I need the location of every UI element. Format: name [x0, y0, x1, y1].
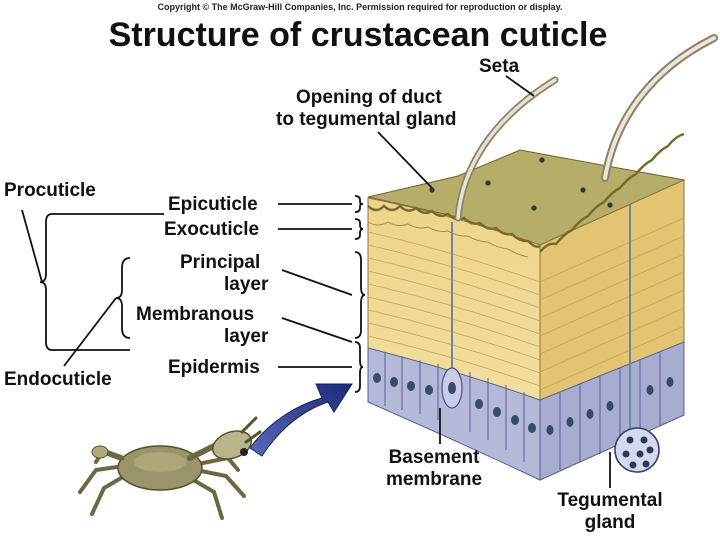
side-wave: [539, 132, 685, 253]
label-tegumental-line2: gland: [585, 512, 636, 533]
magnification-arrow: [249, 383, 353, 457]
label-duct-line2: to tegumental gland: [276, 109, 457, 130]
seta-right: [601, 34, 718, 182]
label-endocuticle: Endocuticle: [4, 369, 112, 390]
cuticle-block: [367, 34, 718, 481]
epidermis-cells: [373, 352, 674, 470]
label-membranous-line1: Membranous: [136, 304, 254, 325]
exocuticle-wave-2: [367, 221, 529, 258]
duct-openings: [429, 157, 613, 211]
label-duct-line1: Opening of duct: [296, 87, 442, 108]
label-basement-line2: membrane: [386, 469, 482, 490]
tegumental-gland: [614, 427, 660, 473]
label-principal-line2: layer: [224, 274, 269, 295]
label-principal-line1: Principal: [180, 252, 260, 273]
epidermis-side: [539, 341, 685, 481]
label-epicuticle: Epicuticle: [168, 194, 258, 215]
label-epidermis: Epidermis: [168, 357, 260, 378]
crab-claw: [211, 430, 253, 460]
labels: Seta Opening of duct to tegumental gland…: [4, 56, 663, 533]
tegumental-gland-cells: [622, 436, 654, 469]
diagram-title: Structure of crustacean cuticle: [109, 16, 608, 54]
copyright-notice: Copyright © The McGraw-Hill Companies, I…: [157, 2, 562, 12]
label-basement-line1: Basement: [389, 447, 480, 468]
leader-lines: [21, 75, 611, 488]
seta-right-highlight: [603, 36, 716, 180]
label-membranous-line2: layer: [224, 326, 269, 347]
setal-cell-nucleus: [448, 382, 456, 394]
procuticle-striations: [367, 231, 541, 387]
label-exocuticle: Exocuticle: [164, 219, 259, 240]
label-seta: Seta: [479, 56, 520, 77]
label-procuticle: Procuticle: [4, 180, 96, 201]
label-tegumental-line1: Tegumental: [557, 490, 662, 511]
crab-illustration: [78, 416, 262, 520]
side-striations: [539, 217, 685, 391]
